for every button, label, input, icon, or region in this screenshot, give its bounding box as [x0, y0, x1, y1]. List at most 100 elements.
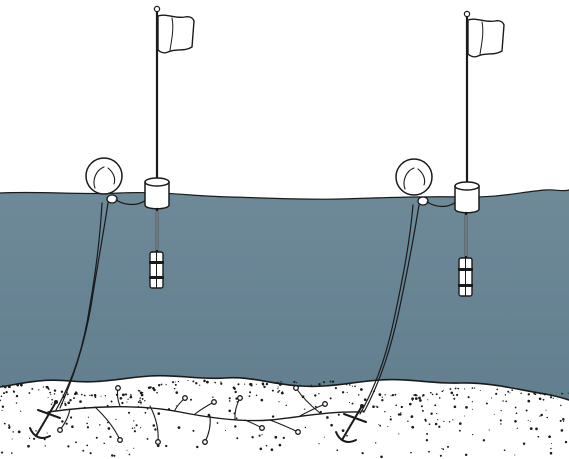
sediment-dot — [505, 400, 507, 402]
right-flagpole-tip — [464, 11, 469, 16]
sediment-dot — [441, 390, 443, 392]
sediment-dot — [115, 419, 116, 420]
left-float-eye — [107, 195, 117, 203]
sediment-dot — [147, 438, 149, 440]
sediment-dot — [212, 397, 213, 398]
sediment-dot — [378, 424, 379, 425]
sediment-dot — [234, 425, 236, 427]
sediment-dot — [550, 448, 551, 449]
sediment-dot — [440, 455, 442, 457]
sediment-dot — [188, 380, 189, 381]
sediment-dot — [134, 427, 135, 428]
sediment-dot — [565, 441, 567, 443]
sediment-dot — [64, 401, 65, 402]
sediment-dot — [236, 417, 238, 419]
sediment-dot — [563, 421, 564, 422]
sediment-dot — [453, 394, 455, 396]
sediment-dot — [452, 419, 453, 420]
sediment-dot — [561, 429, 564, 432]
sediment-dot — [88, 417, 89, 418]
sediment-dot — [318, 383, 320, 385]
hook — [212, 400, 217, 405]
sediment-dot — [540, 393, 542, 395]
sediment-dot — [500, 419, 502, 421]
sediment-dot — [472, 401, 473, 402]
sediment-dot — [1, 396, 3, 398]
sediment-dot — [2, 410, 3, 411]
sediment-dot — [318, 393, 319, 394]
sediment-dot — [52, 402, 53, 403]
sediment-dot — [352, 403, 354, 405]
sediment-dot — [358, 394, 360, 396]
sediment-dot — [278, 401, 279, 402]
sediment-dot — [192, 430, 194, 432]
sediment-dot — [142, 398, 144, 400]
sediment-dot — [442, 448, 444, 450]
sediment-dot — [435, 423, 438, 426]
sediment-dot — [175, 381, 176, 382]
sediment-dot — [256, 384, 257, 385]
sediment-dot — [314, 394, 316, 396]
sediment-dot — [422, 394, 424, 396]
sediment-dot — [12, 438, 13, 439]
sediment-dot — [480, 390, 481, 391]
sediment-dot — [203, 380, 206, 383]
sediment-dot — [330, 424, 333, 427]
sediment-dot — [379, 393, 382, 396]
sediment-dot — [375, 442, 376, 443]
sediment-dot — [425, 420, 427, 422]
left-float-buoy-top — [145, 178, 169, 186]
sediment-dot — [234, 391, 236, 393]
sediment-dot — [418, 397, 421, 400]
sediment-dot — [157, 412, 160, 415]
sediment-dot — [113, 455, 115, 457]
sediment-dot — [347, 392, 348, 393]
sediment-dot — [121, 402, 123, 404]
sediment-dot — [67, 401, 70, 404]
sediment-dot — [346, 435, 348, 437]
sediment-dot — [261, 399, 264, 402]
sediment-dot — [415, 397, 418, 400]
sediment-dot — [293, 381, 295, 383]
right-flag-fold — [480, 22, 483, 54]
sediment-dot — [2, 406, 4, 408]
sediment-dot — [133, 448, 134, 449]
sediment-dot — [517, 428, 518, 429]
right-float-eye — [418, 197, 428, 205]
sediment-dot — [140, 427, 141, 428]
hook — [238, 396, 243, 401]
sediment-dot — [249, 391, 251, 393]
sediment-dot — [259, 435, 261, 437]
sediment-dot — [500, 423, 501, 424]
sediment-dot — [527, 400, 530, 403]
sediment-dot — [551, 443, 552, 444]
sediment-dot — [390, 416, 391, 417]
sediment-dot — [90, 452, 92, 454]
sediment-dot — [175, 384, 177, 386]
hook — [118, 438, 123, 443]
sediment-dot — [436, 393, 438, 395]
right-flag — [468, 19, 504, 57]
sediment-dot — [71, 425, 74, 428]
sediment-dot — [459, 430, 461, 432]
sediment-dot — [336, 449, 338, 451]
sediment-dot — [103, 443, 105, 445]
sediment-dot — [278, 390, 280, 392]
sediment-dot — [502, 400, 503, 401]
sediment-dot — [496, 389, 498, 391]
sediment-dot — [220, 383, 222, 385]
sediment-dot — [354, 385, 356, 387]
sediment-dot — [31, 388, 33, 390]
sediment-dot — [349, 402, 350, 403]
sediment-dot — [346, 384, 347, 385]
sediment-dot — [16, 402, 18, 404]
sediment-dot — [142, 392, 143, 393]
sediment-dot — [398, 433, 399, 434]
sediment-dot — [18, 431, 21, 434]
sediment-dot — [398, 413, 400, 415]
hook — [294, 386, 299, 391]
sediment-dot — [494, 414, 495, 415]
sediment-dot — [274, 436, 277, 439]
sediment-dot — [395, 404, 397, 406]
sediment-dot — [439, 397, 441, 399]
